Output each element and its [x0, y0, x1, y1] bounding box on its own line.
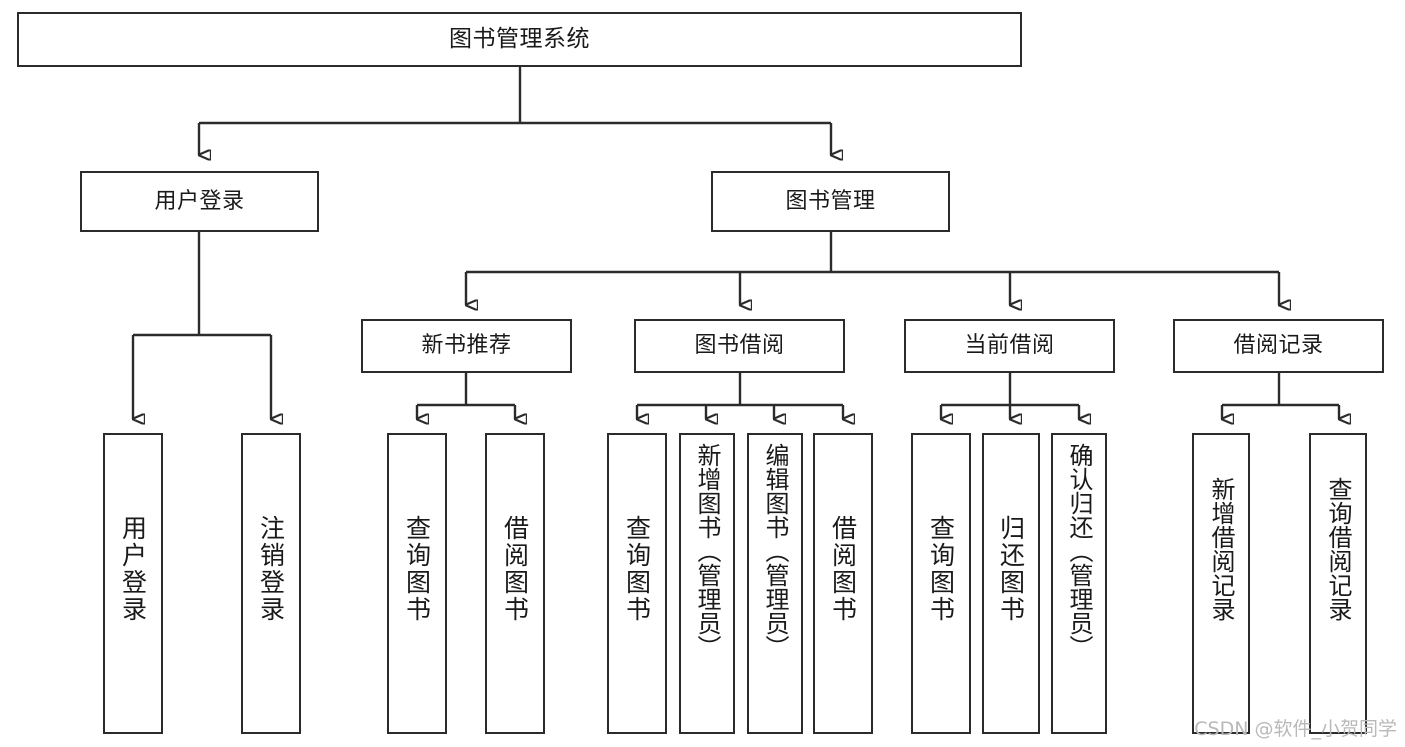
node-leaf-edit-book[interactable]: 编辑图书（管理员）: [747, 433, 803, 734]
node-label: 归还图书: [996, 515, 1026, 623]
node-label: 用户登录: [118, 515, 148, 623]
node-leaf-confirm-return[interactable]: 确认归还（管理员）: [1051, 433, 1107, 734]
csdn-watermark: CSDN @软件_小贺同学: [1194, 718, 1397, 740]
node-label: 查询图书: [402, 515, 432, 623]
node-root-book-management-system[interactable]: 图书管理系统: [17, 12, 1022, 67]
node-label: 用户登录: [154, 188, 245, 214]
node-label: 图书管理系统: [449, 25, 590, 52]
node-leaf-borrow-book-1[interactable]: 借阅图书: [485, 433, 545, 734]
node-leaf-query-book-1[interactable]: 查询图书: [387, 433, 447, 734]
node-label: 查询图书: [926, 515, 956, 623]
node-label: 查询图书: [622, 515, 652, 623]
node-label: 图书管理: [785, 188, 876, 214]
node-label: 新书推荐: [421, 333, 512, 359]
node-label: 查询借阅记录: [1324, 477, 1352, 621]
node-label: 新增借阅记录: [1207, 477, 1235, 621]
node-label: 借阅记录: [1233, 333, 1324, 359]
node-label: 注销登录: [256, 515, 286, 623]
node-borrow-record[interactable]: 借阅记录: [1173, 319, 1384, 373]
node-label: 新增图书（管理员）: [693, 443, 721, 659]
node-leaf-return-book[interactable]: 归还图书: [982, 433, 1040, 734]
node-user-login[interactable]: 用户登录: [80, 171, 319, 232]
node-label: 确认归还（管理员）: [1065, 443, 1093, 659]
node-label: 借阅图书: [500, 515, 530, 623]
node-leaf-user-login[interactable]: 用户登录: [103, 433, 163, 734]
node-leaf-add-record[interactable]: 新增借阅记录: [1192, 433, 1250, 734]
node-leaf-query-record[interactable]: 查询借阅记录: [1309, 433, 1367, 734]
node-label: 当前借阅: [964, 333, 1055, 359]
node-label: 借阅图书: [828, 515, 858, 623]
node-leaf-query-book-2[interactable]: 查询图书: [607, 433, 667, 734]
node-leaf-logout-login[interactable]: 注销登录: [241, 433, 301, 734]
node-new-book-recommend[interactable]: 新书推荐: [361, 319, 572, 373]
node-book-management[interactable]: 图书管理: [711, 171, 950, 232]
node-label: 图书借阅: [694, 333, 785, 359]
node-leaf-query-book-3[interactable]: 查询图书: [911, 433, 971, 734]
node-book-borrow[interactable]: 图书借阅: [634, 319, 845, 373]
node-current-borrow[interactable]: 当前借阅: [904, 319, 1115, 373]
node-leaf-borrow-book-2[interactable]: 借阅图书: [813, 433, 873, 734]
node-label: 编辑图书（管理员）: [761, 443, 789, 659]
node-leaf-add-book[interactable]: 新增图书（管理员）: [679, 433, 735, 734]
